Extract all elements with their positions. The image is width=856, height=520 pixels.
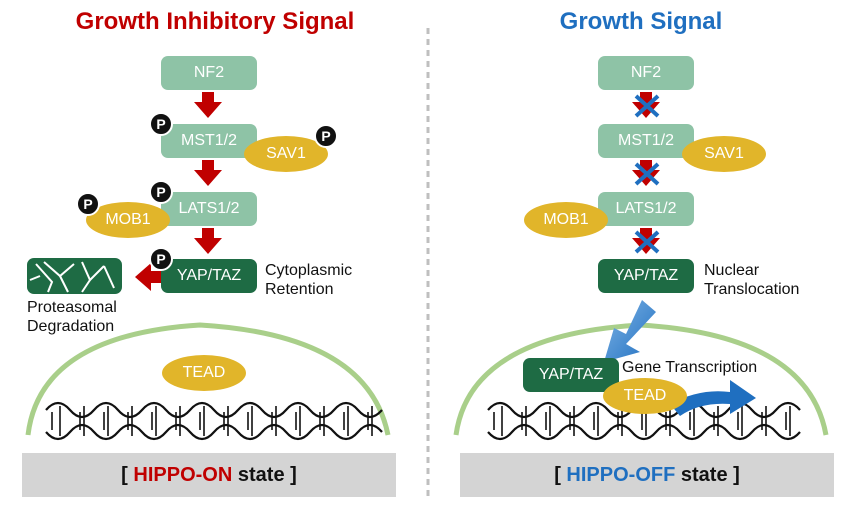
degradation-line: Degradation: [27, 318, 115, 335]
red-arrow-lats-yap: [194, 228, 222, 254]
gene-transcription-label: Gene Transcription: [622, 359, 758, 376]
cytoplasmic-line: Cytoplasmic: [265, 262, 353, 279]
retention-line: Retention: [265, 281, 334, 298]
right-state-name: HIPPO-OFF: [566, 463, 676, 486]
red-arrow-nf2-mst: [194, 92, 222, 118]
left-mst-node: MST1/2: [161, 124, 257, 158]
red-arrow-yap-proteasome: [135, 263, 161, 291]
left-sav1-oval: SAV1: [244, 136, 328, 172]
phospho-icon-mob1: P: [76, 192, 100, 216]
left-state-word: state: [237, 463, 285, 486]
right-nf2-node: NF2: [598, 56, 694, 90]
right-panel-title: Growth Signal: [559, 8, 723, 35]
left-mob1-oval: MOB1: [86, 202, 170, 238]
right-nuclear-yap-taz-node: YAP/TAZ: [523, 358, 619, 392]
nuclear-translocation-label: Nuclear Translocation: [704, 261, 799, 299]
translocation-arrow-icon: [604, 300, 656, 362]
nuclear-line: Nuclear: [704, 262, 760, 279]
blocked-arrow-lats-yap: [632, 228, 660, 254]
proteasomal-degradation-label: Proteasomal Degradation: [27, 298, 117, 336]
right-state-word: state: [680, 463, 728, 486]
left-state-bracket-close: ]: [290, 463, 297, 486]
right-sav1-oval: SAV1: [682, 136, 766, 172]
left-state-name: HIPPO-ON: [133, 463, 233, 486]
phospho-icon-yap: P: [149, 247, 173, 271]
proteasomal-line: Proteasomal: [27, 299, 117, 316]
phospho-icon-sav1: P: [314, 124, 338, 148]
left-state-bracket-open: [: [121, 463, 128, 486]
cytoplasmic-retention-label: Cytoplasmic Retention: [265, 261, 352, 299]
phospho-icon-lats: P: [149, 180, 173, 204]
left-lats-node: LATS1/2: [161, 192, 257, 226]
right-state-bracket-open: [: [554, 463, 561, 486]
dna-helix-icon-left: [45, 401, 383, 441]
phospho-icon-mst: P: [149, 112, 173, 136]
right-state-bar: [ HIPPO-OFF state ]: [460, 453, 834, 497]
right-mst-node: MST1/2: [598, 124, 694, 158]
left-nucleus-envelope: [25, 322, 391, 436]
right-mob1-oval: MOB1: [524, 202, 608, 238]
translocation-line: Translocation: [704, 281, 800, 298]
left-tead-oval: TEAD: [162, 355, 246, 391]
left-yap-taz-node: YAP/TAZ: [161, 259, 257, 293]
left-state-bar: [ HIPPO-ON state ]: [22, 453, 396, 497]
right-yap-taz-node: YAP/TAZ: [598, 259, 694, 293]
right-state-bracket-close: ]: [733, 463, 740, 486]
blocked-arrow-mst-lats: [632, 160, 660, 186]
blocked-arrow-nf2-mst: [632, 92, 660, 118]
red-arrow-mst-lats: [194, 160, 222, 186]
left-nf2-node: NF2: [161, 56, 257, 90]
right-lats-node: LATS1/2: [598, 192, 694, 226]
right-tead-oval: TEAD: [603, 378, 687, 414]
left-panel-title: Growth Inhibitory Signal: [75, 8, 355, 35]
proteasome-icon: [27, 258, 122, 294]
